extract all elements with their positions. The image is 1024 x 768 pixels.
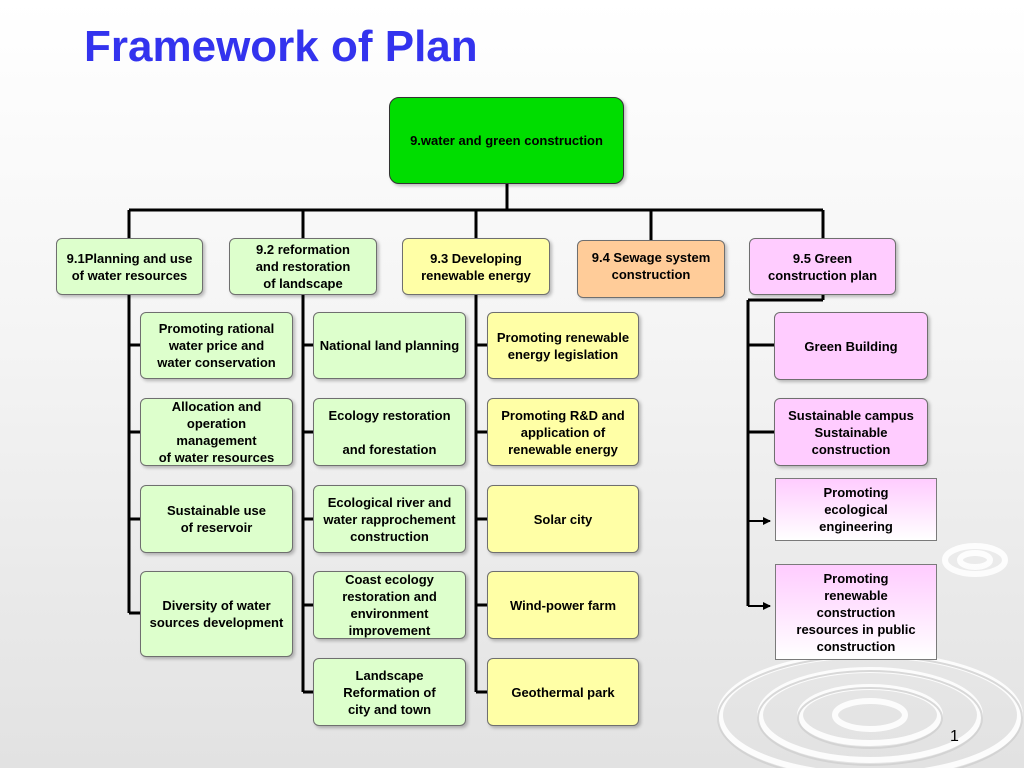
item-9-3-3: Solar city bbox=[487, 485, 639, 553]
branch-9-3: 9.3 Developing renewable energy bbox=[402, 238, 550, 295]
item-9-3-2: Promoting R&D and application of renewab… bbox=[487, 398, 639, 466]
branch-9-5: 9.5 Green construction plan bbox=[749, 238, 896, 295]
item-9-2-3: Ecological river and water rapprochement… bbox=[313, 485, 466, 553]
item-9-3-1: Promoting renewable energy legislation bbox=[487, 312, 639, 379]
item-9-5-3: Promoting ecological engineering bbox=[775, 478, 937, 541]
item-9-5-2: Sustainable campus Sustainable construct… bbox=[774, 398, 928, 466]
item-9-1-2: Allocation and operation management of w… bbox=[140, 398, 293, 466]
branch-9-2: 9.2 reformation and restoration of lands… bbox=[229, 238, 377, 295]
root-node: 9.water and green construction bbox=[389, 97, 624, 184]
item-9-3-5: Geothermal park bbox=[487, 658, 639, 726]
item-9-1-1: Promoting rational water price and water… bbox=[140, 312, 293, 379]
item-9-2-5: Landscape Reformation of city and town bbox=[313, 658, 466, 726]
branch-9-4: 9.4 Sewage system construction bbox=[577, 240, 725, 298]
item-9-2-2: Ecology restoration and forestation bbox=[313, 398, 466, 466]
item-9-5-4: Promoting renewable construction resourc… bbox=[775, 564, 937, 660]
item-9-2-1: National land planning bbox=[313, 312, 466, 379]
item-9-3-4: Wind-power farm bbox=[487, 571, 639, 639]
page-number: 1 bbox=[950, 728, 959, 745]
item-9-1-4: Diversity of water sources development bbox=[140, 571, 293, 657]
item-9-5-1: Green Building bbox=[774, 312, 928, 380]
item-9-1-3: Sustainable use of reservoir bbox=[140, 485, 293, 553]
page-title: Framework of Plan bbox=[84, 22, 478, 71]
branch-9-1: 9.1Planning and use of water resources bbox=[56, 238, 203, 295]
item-9-2-4: Coast ecology restoration and environmen… bbox=[313, 571, 466, 639]
